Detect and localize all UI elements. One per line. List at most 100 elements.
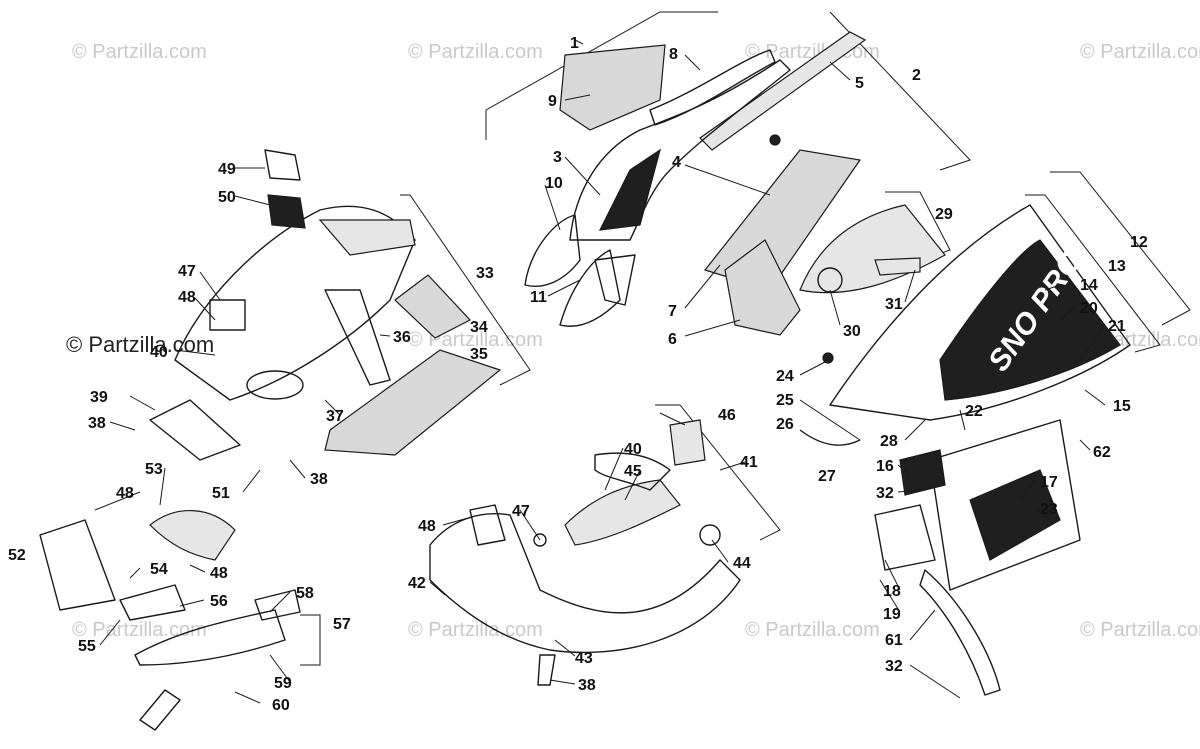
callout-17: 17 <box>1040 474 1058 491</box>
callout-54: 54 <box>150 561 168 578</box>
strip-61 <box>919 569 1001 696</box>
callout-53: 53 <box>145 461 163 478</box>
side-panel-main <box>829 204 1131 421</box>
callout-58: 58 <box>296 585 314 602</box>
x-decal-17 <box>969 469 1061 561</box>
watermark: © Partzilla.com <box>408 41 543 63</box>
watermark: © Partzilla.com <box>72 619 207 641</box>
bracket-piece <box>594 254 636 306</box>
callout-12: 12 <box>1130 234 1148 251</box>
plug-44 <box>699 524 721 546</box>
pad-45 <box>564 479 681 546</box>
callout-25: 25 <box>776 392 794 409</box>
callout-3: 3 <box>553 149 562 166</box>
clip-16 <box>899 449 946 496</box>
callout-1: 1 <box>570 35 579 52</box>
callout-43: 43 <box>575 650 593 667</box>
panel-40b <box>594 452 671 491</box>
callout-13: 13 <box>1108 258 1126 275</box>
bracket-12 <box>1050 171 1191 326</box>
callout-31: 31 <box>885 296 903 313</box>
clip-31 <box>874 257 921 276</box>
callout-10: 10 <box>545 175 563 192</box>
hood-body-3 <box>569 59 791 241</box>
callout-48a: 48 <box>178 289 196 306</box>
callout-29: 29 <box>935 206 953 223</box>
callout-19: 19 <box>883 606 901 623</box>
watermark: © Partzilla.com <box>1080 619 1200 641</box>
panel-30 <box>799 204 946 294</box>
fastener-5 <box>769 134 781 146</box>
clip-47 <box>209 299 246 331</box>
callout-52: 52 <box>8 547 26 564</box>
callout-55: 55 <box>78 638 96 655</box>
callout-38c: 38 <box>578 677 596 694</box>
callout-30: 30 <box>843 323 861 340</box>
callout-15: 15 <box>1113 398 1131 415</box>
watermark: © Partzilla.com <box>408 619 543 641</box>
callout-45: 45 <box>624 463 642 480</box>
callout-39: 39 <box>90 389 108 406</box>
gauge-opening <box>246 370 304 400</box>
callout-48b: 48 <box>116 485 134 502</box>
callout-40b: 40 <box>624 441 642 458</box>
callout-57: 57 <box>333 616 351 633</box>
brace-36 <box>324 289 391 386</box>
callout-33: 33 <box>476 265 494 282</box>
callout-8: 8 <box>669 46 678 63</box>
foam-35 <box>324 349 502 456</box>
callout-40a: 40 <box>150 344 168 361</box>
dash-top <box>318 219 416 256</box>
callout-50: 50 <box>218 189 236 206</box>
callout-42: 42 <box>408 575 426 592</box>
callout-18: 18 <box>883 583 901 600</box>
hood-assembly <box>485 11 971 336</box>
grommet-47 <box>533 533 547 547</box>
watermark: © Partzilla.com <box>745 619 880 641</box>
callout-24: 24 <box>776 368 794 385</box>
side-panel-10 <box>524 214 581 287</box>
watermark: © Partzilla.com <box>72 41 207 63</box>
panel-56 <box>134 609 286 666</box>
callout-6: 6 <box>668 331 677 348</box>
callout-61: 61 <box>885 632 903 649</box>
callout-2: 2 <box>912 67 921 84</box>
seal-50 <box>267 194 306 229</box>
callout-49: 49 <box>218 161 236 178</box>
bracket-13 <box>1025 194 1161 353</box>
hood-vent-4 <box>598 148 661 231</box>
belly-pan <box>429 513 741 654</box>
foam-panel-9 <box>559 44 666 131</box>
panel-23 <box>929 419 1081 591</box>
callout-28: 28 <box>880 433 898 450</box>
dash-body <box>174 205 416 401</box>
callout-41: 41 <box>740 454 758 471</box>
callout-48c: 48 <box>210 565 228 582</box>
callout-5: 5 <box>855 75 864 92</box>
seal-49 <box>264 149 301 181</box>
support-bar-5 <box>699 31 867 151</box>
callout-34: 34 <box>470 319 488 336</box>
callout-36: 36 <box>393 329 411 346</box>
callout-47a: 47 <box>178 263 196 280</box>
callout-59: 59 <box>274 675 292 692</box>
callout-48d: 48 <box>418 518 436 535</box>
callout-56: 56 <box>210 593 228 610</box>
callout-37: 37 <box>326 408 344 425</box>
callout-16: 16 <box>876 458 894 475</box>
callout-35: 35 <box>470 346 488 363</box>
dash-assembly <box>149 149 531 461</box>
wire-26 <box>799 429 861 446</box>
callout-60: 60 <box>272 697 290 714</box>
grommet-24 <box>822 352 834 364</box>
callout-32b: 32 <box>885 658 903 675</box>
callout-38a: 38 <box>88 415 106 432</box>
callout-62: 62 <box>1093 444 1111 461</box>
pad-18 <box>874 504 936 571</box>
bracket-57 <box>300 614 321 666</box>
watermarks: © Partzilla.com © Partzilla.com © Partzi… <box>66 41 1200 641</box>
callout-46: 46 <box>718 407 736 424</box>
foam-6 <box>724 239 801 336</box>
cap-30 <box>817 267 843 293</box>
callout-44: 44 <box>733 555 751 572</box>
